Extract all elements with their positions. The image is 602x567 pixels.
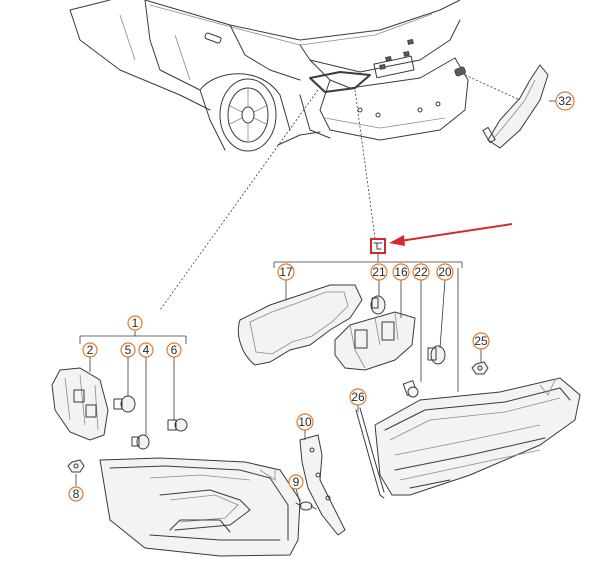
callout-6-label: 6 bbox=[171, 343, 178, 357]
callout-21: 21 bbox=[370, 263, 388, 281]
callout-25: 25 bbox=[472, 332, 490, 350]
callout-32: 32 bbox=[555, 91, 575, 111]
callout-2: 2 bbox=[82, 342, 98, 358]
callout-22-label: 22 bbox=[414, 265, 428, 279]
callout-8-label: 8 bbox=[73, 487, 80, 501]
part-25-nut bbox=[471, 349, 489, 375]
part-21-bulb bbox=[370, 280, 386, 315]
callout-16: 16 bbox=[392, 263, 410, 281]
callout-32-label: 32 bbox=[558, 94, 572, 108]
part-17-gasket bbox=[237, 280, 363, 366]
callout-20-label: 20 bbox=[438, 265, 452, 279]
callout-26: 26 bbox=[349, 388, 367, 406]
callout-9: 9 bbox=[288, 474, 304, 490]
callout-1: 1 bbox=[127, 315, 143, 331]
part-26-seal-strip bbox=[355, 405, 385, 499]
part-8-nut bbox=[67, 459, 85, 486]
callout-17: 17 bbox=[277, 263, 295, 281]
callout-10: 10 bbox=[296, 413, 314, 431]
callout-4-label: 4 bbox=[143, 343, 150, 357]
callout-9-label: 9 bbox=[293, 475, 300, 489]
callout-5: 5 bbox=[120, 342, 136, 358]
outer-assembly-bracket bbox=[79, 331, 187, 344]
part-16-bulb-holder bbox=[334, 280, 416, 371]
callout-4: 4 bbox=[138, 342, 154, 358]
inner-tail-light bbox=[374, 268, 581, 496]
callout-2-label: 2 bbox=[87, 343, 94, 357]
part-32-bumper-trim bbox=[464, 64, 556, 149]
highlight-marker bbox=[370, 238, 386, 254]
callout-21-label: 21 bbox=[372, 265, 386, 279]
outer-tail-light bbox=[99, 457, 301, 557]
callout-22: 22 bbox=[412, 263, 430, 281]
part-4-bulb bbox=[131, 357, 150, 450]
callout-10-label: 10 bbox=[298, 415, 312, 429]
callout-25-label: 25 bbox=[474, 334, 488, 348]
callout-6: 6 bbox=[166, 342, 182, 358]
callout-20: 20 bbox=[436, 263, 454, 281]
part-5-bulb bbox=[113, 357, 136, 413]
callout-16-label: 16 bbox=[394, 265, 408, 279]
part-2-bulb-carrier bbox=[51, 357, 109, 441]
red-pointer-arrow bbox=[389, 223, 513, 246]
callout-8: 8 bbox=[68, 486, 84, 502]
part-10-mounting-bracket bbox=[299, 430, 346, 536]
car-body-illustration bbox=[69, 0, 469, 152]
inner-assembly-bracket bbox=[273, 253, 463, 268]
leader-car-to-group-inner bbox=[354, 89, 376, 239]
part-22-bulb bbox=[402, 280, 422, 398]
part-20-bulb bbox=[427, 279, 446, 365]
part-6-bulb bbox=[167, 357, 188, 432]
callout-5-label: 5 bbox=[125, 343, 132, 357]
leader-car-to-group-1 bbox=[159, 89, 319, 311]
part-9-screw bbox=[295, 488, 317, 511]
callout-1-label: 1 bbox=[132, 316, 139, 330]
callout-17-label: 17 bbox=[279, 265, 293, 279]
callout-26-label: 26 bbox=[351, 390, 365, 404]
